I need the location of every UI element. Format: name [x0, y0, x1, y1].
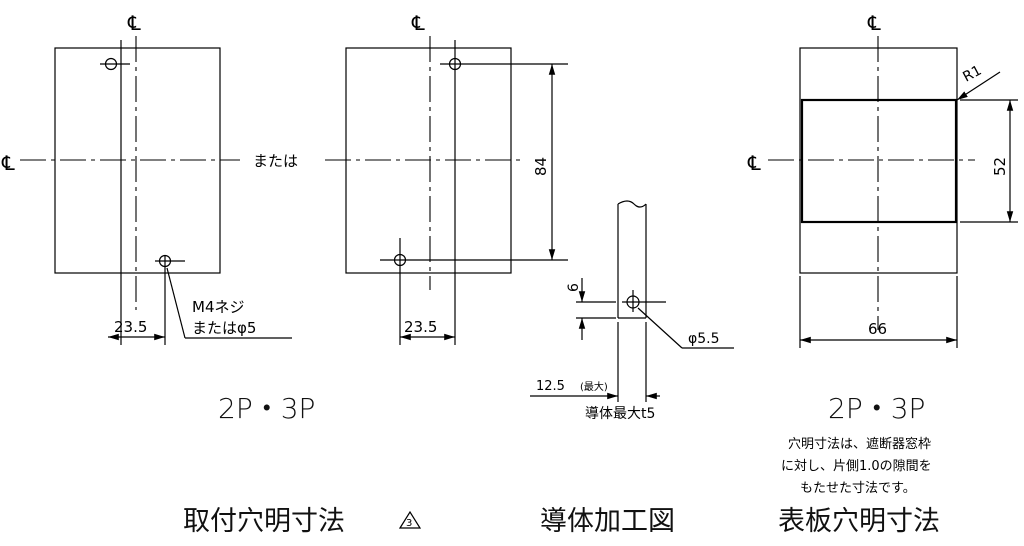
mounting-hole: [448, 57, 462, 71]
mounting-hole: [393, 253, 407, 267]
conductor-break: [617, 200, 647, 208]
dimension-label: 6: [566, 283, 582, 292]
pole-label: 2P・3P: [218, 392, 315, 425]
dimension-note: (最大): [580, 380, 608, 393]
note-line: 穴明寸法は、遮断器窓枠: [788, 436, 931, 452]
panel-cutout-view: ℄ ℄ 52 R1 66 2P・3P 穴明寸法は、遮断器窓枠 に対し、片側1.0…: [747, 11, 1018, 496]
mounting-heading: 取付穴明寸法: [183, 506, 345, 537]
centerline-symbol: ℄: [747, 151, 761, 175]
conductor-heading: 導体加工図: [540, 506, 675, 537]
breaker-outline: [54, 47, 221, 274]
screw-label: M4ネジ: [192, 298, 245, 316]
dimension-label: 84: [532, 157, 550, 176]
dimension-label: 52: [991, 157, 1009, 176]
hole-label: φ5.5: [688, 331, 720, 347]
note-line: もたせた寸法です。: [800, 481, 916, 496]
conductor-drawing: 6 φ5.5 12.5 (最大) 導体最大t5: [530, 200, 734, 422]
mounting-view-2: ℄ 84 23.5: [325, 11, 568, 345]
centerline-symbol: ℄: [411, 11, 425, 35]
revision-number: 3: [406, 518, 412, 529]
revision-triangle-mark: 3: [398, 510, 422, 529]
note-line: に対し、片側1.0の隙間を: [781, 459, 932, 474]
dimension-label: 12.5: [536, 379, 565, 394]
leader-line: [637, 307, 683, 349]
headings: 取付穴明寸法 3 導体加工図 表板穴明寸法: [183, 506, 940, 537]
centerline-symbol: ℄: [1, 151, 15, 175]
dimension-label: 23.5: [404, 318, 437, 336]
dimension-label: 23.5: [114, 318, 147, 336]
radius-label: R1: [960, 63, 984, 86]
thickness-note: 導体最大t5: [585, 406, 655, 422]
panel-cutout: [800, 98, 958, 224]
leader-line: [956, 71, 1001, 101]
conductor-hole: [626, 295, 640, 309]
pole-label: 2P・3P: [828, 392, 925, 425]
leader-line: [166, 267, 186, 339]
mounting-hole: [104, 57, 118, 71]
centerline-symbol: ℄: [867, 11, 881, 35]
or-text: または: [253, 152, 298, 170]
dimension-label: 66: [868, 320, 887, 338]
mounting-view-1: ℄ ℄ または M4ネジ またはφ5 23.5 2P・3P: [1, 11, 315, 425]
panel-heading: 表板穴明寸法: [778, 506, 940, 537]
mounting-hole: [158, 254, 172, 268]
screw-label: またはφ5: [192, 319, 256, 337]
centerline-symbol: ℄: [127, 11, 141, 35]
breaker-outline: [345, 47, 512, 274]
